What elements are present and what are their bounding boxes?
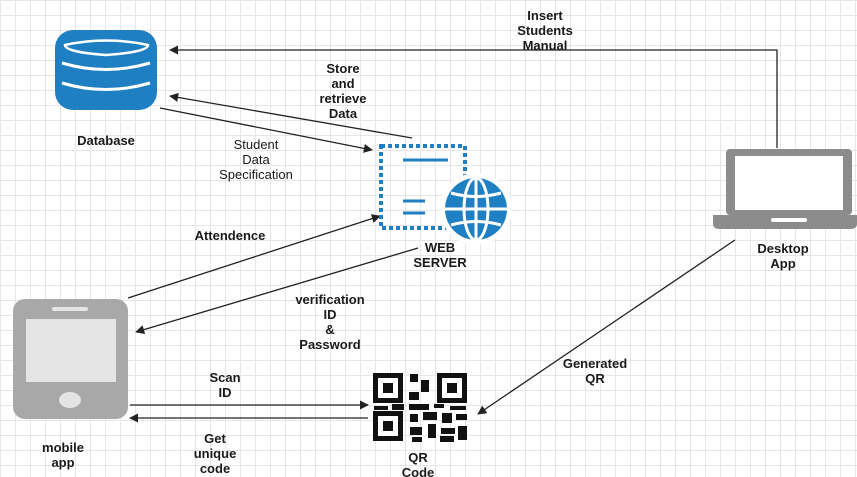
qr-code-label: QR Code bbox=[401, 450, 435, 477]
globe-icon bbox=[445, 176, 507, 242]
arrow-student-data-spec bbox=[159, 107, 373, 153]
arrow-store-retrieve bbox=[169, 92, 413, 139]
mobile-app-label: mobile app bbox=[42, 440, 84, 470]
student-data-spec-label: Student Data Specification bbox=[219, 137, 293, 182]
verification-label: verification ID & Password bbox=[295, 292, 365, 352]
generated-qr-label: Generated QR bbox=[562, 356, 628, 386]
arrow-verification bbox=[135, 247, 419, 335]
arrow-insert-students bbox=[169, 45, 778, 148]
desktop-app-label: Desktop App bbox=[757, 241, 809, 271]
arrow-attendance bbox=[127, 214, 381, 299]
scan-id-label: Scan ID bbox=[209, 370, 241, 400]
arrow-generated-qr bbox=[477, 239, 736, 415]
get-unique-code-label: Get unique code bbox=[193, 431, 237, 476]
store-retrieve-label: Store and retrieve Data bbox=[319, 61, 367, 121]
attendance-label: Attendence bbox=[194, 228, 266, 243]
database-label: Database bbox=[77, 133, 135, 148]
web-server-label: WEB SERVER bbox=[413, 240, 467, 270]
insert-students-label: Insert Students Manual bbox=[517, 8, 573, 53]
